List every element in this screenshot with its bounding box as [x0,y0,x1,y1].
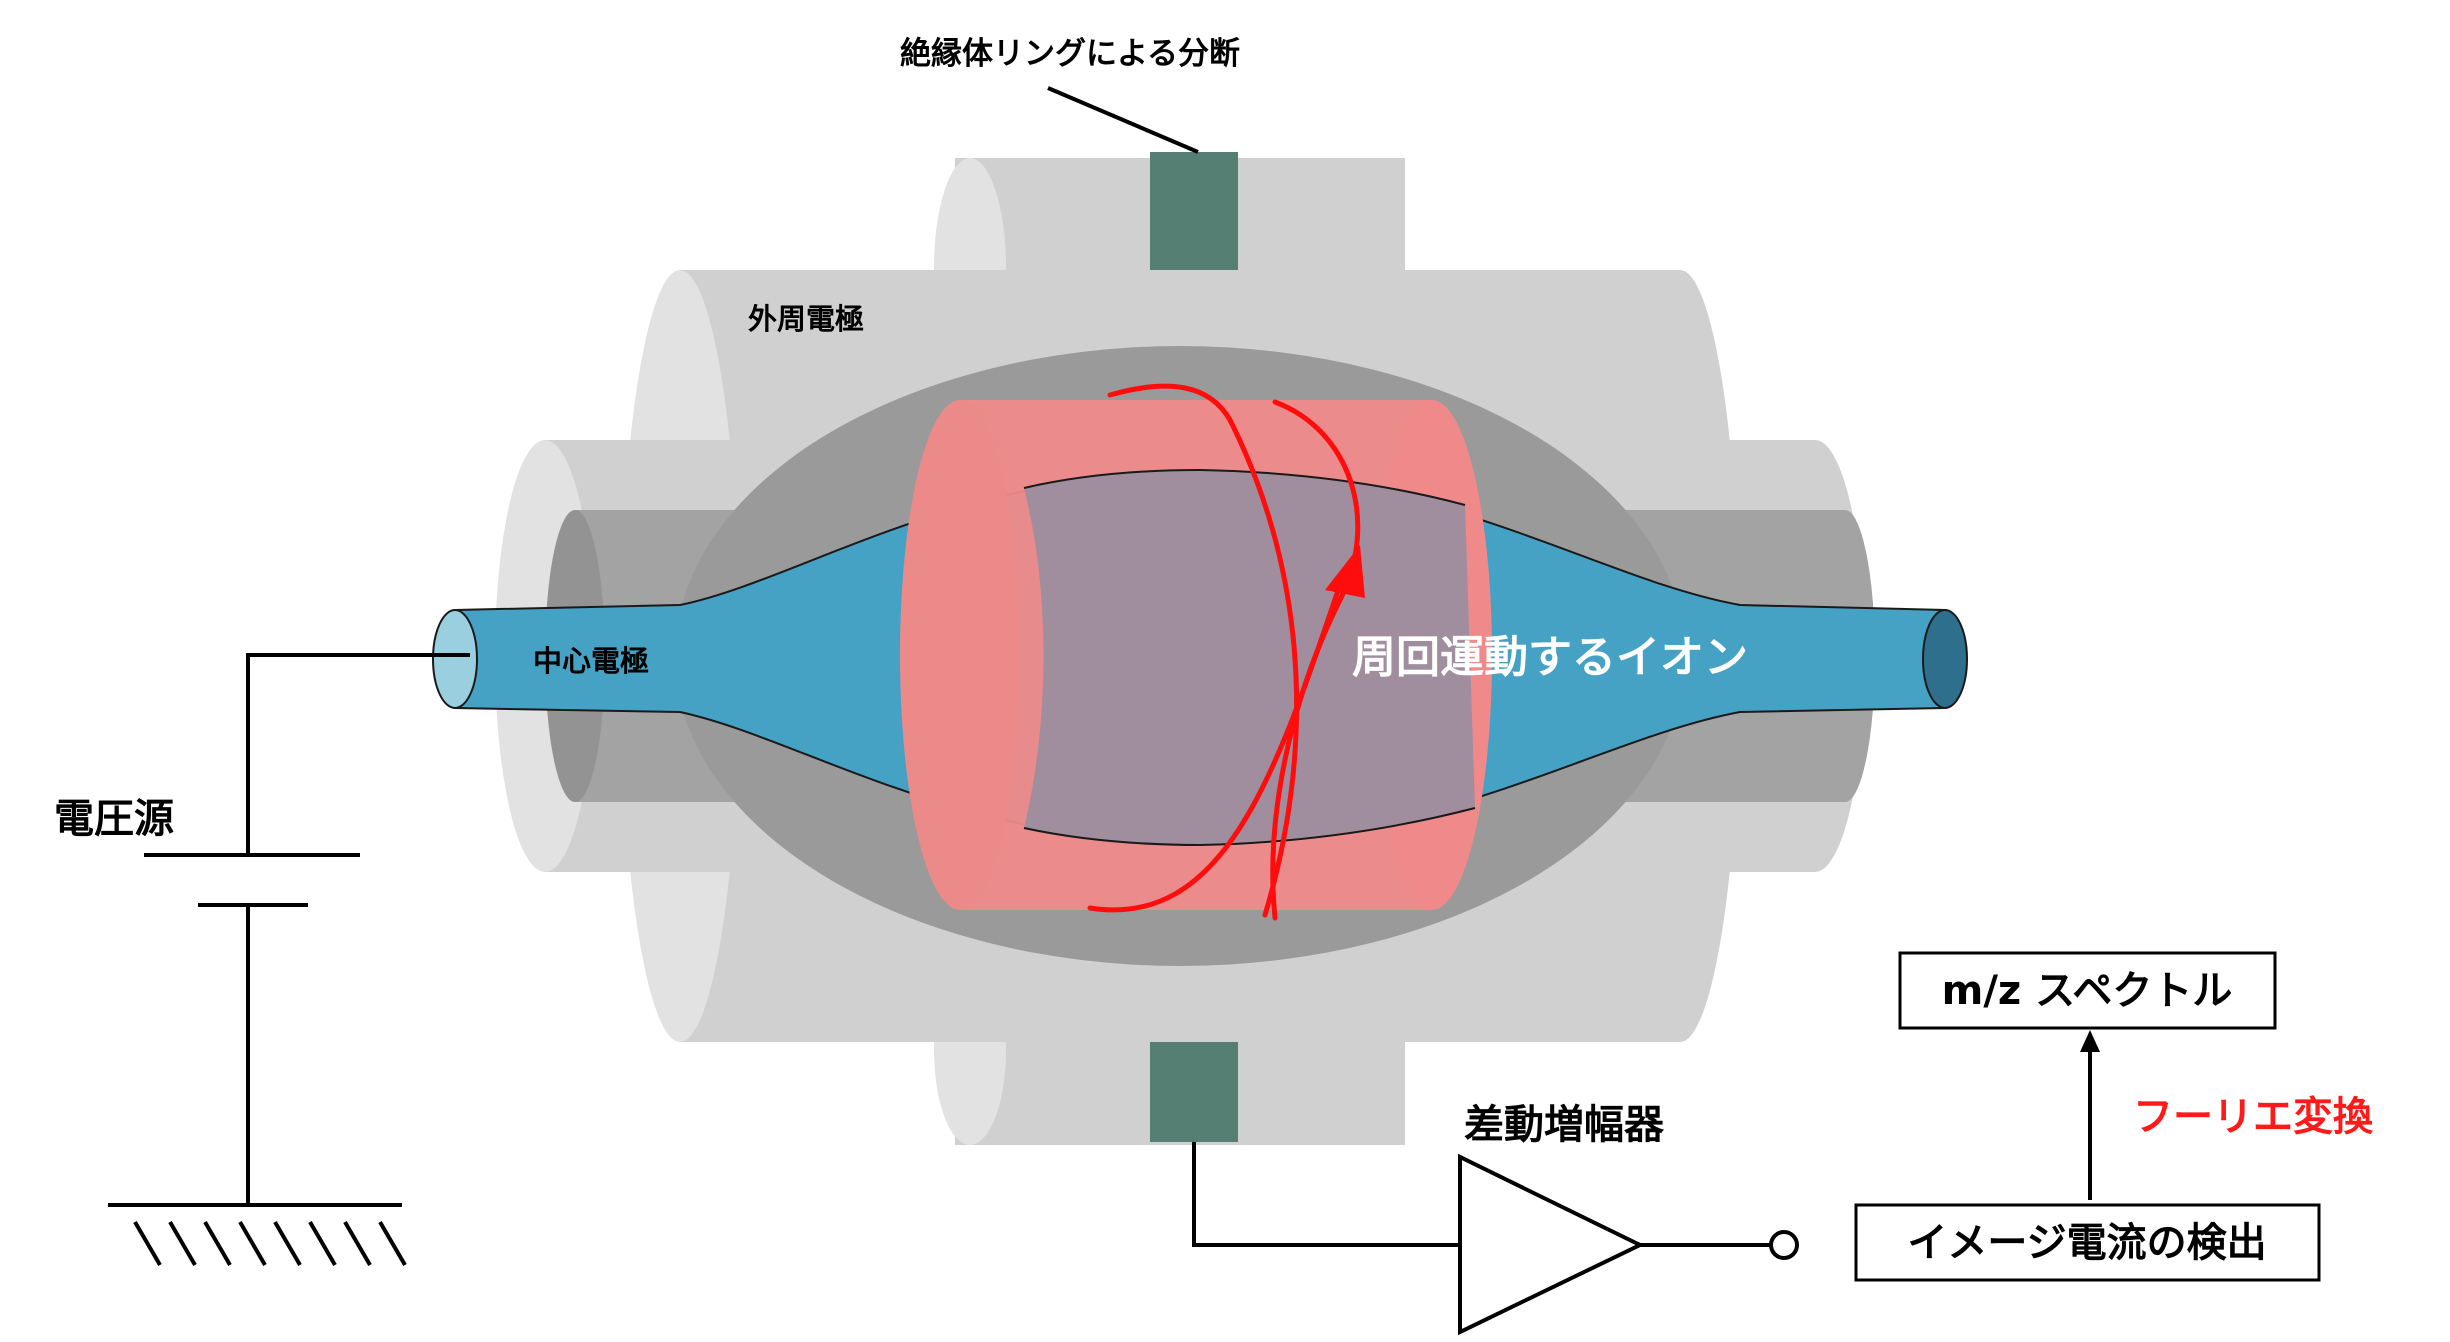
spectrum-box [1898,951,2277,1030]
amp-output-terminal [1769,1230,1799,1260]
ion-path-top [1107,383,1300,918]
insulator-ring-label: 絶縁体リングによる分断 [900,36,1240,72]
spectrum-label: m/z スペクトル [1942,968,2233,1014]
center-electrode-right-end [1922,609,1968,709]
insulator-leader-line [1047,86,1199,154]
ion-cloud-left-face [900,400,1020,910]
fourier-transform-label: フーリエ変換 [2133,1094,2374,1140]
ion-overlap-top-edge [1023,468,1466,506]
center-electrode-left-end [432,609,478,709]
ion-overlap-bottom-edge [1023,807,1476,847]
insulator-ring-bottom [1150,1042,1238,1142]
orbiting-ions-label: 周回運動するイオン [1352,632,1748,683]
image-current-label: イメージ電流の検出 [1907,1220,2266,1266]
ion-path-arrowhead [1325,545,1365,598]
diff-amplifier-label: 差動増幅器 [1464,1102,1665,1148]
ground-hatch [133,1220,407,1267]
center-electrode-label: 中心電極 [533,644,649,678]
insulator-ring-top [1150,152,1238,270]
center-electrode-wire [246,653,470,855]
ion-overlap-region [1024,470,1475,845]
outer-electrode-label: 外周電極 [748,302,864,336]
voltage-source-label: 電圧源 [54,796,174,842]
spectrum-arrowhead [2080,1030,2100,1052]
ion-trajectory [1087,383,1365,921]
detector-wire [1192,1142,1460,1247]
image-current-box [1854,1203,2321,1282]
differential-amplifier-symbol [1458,1153,1645,1336]
ion-path-back [1270,399,1361,921]
wiring [108,86,2092,1267]
